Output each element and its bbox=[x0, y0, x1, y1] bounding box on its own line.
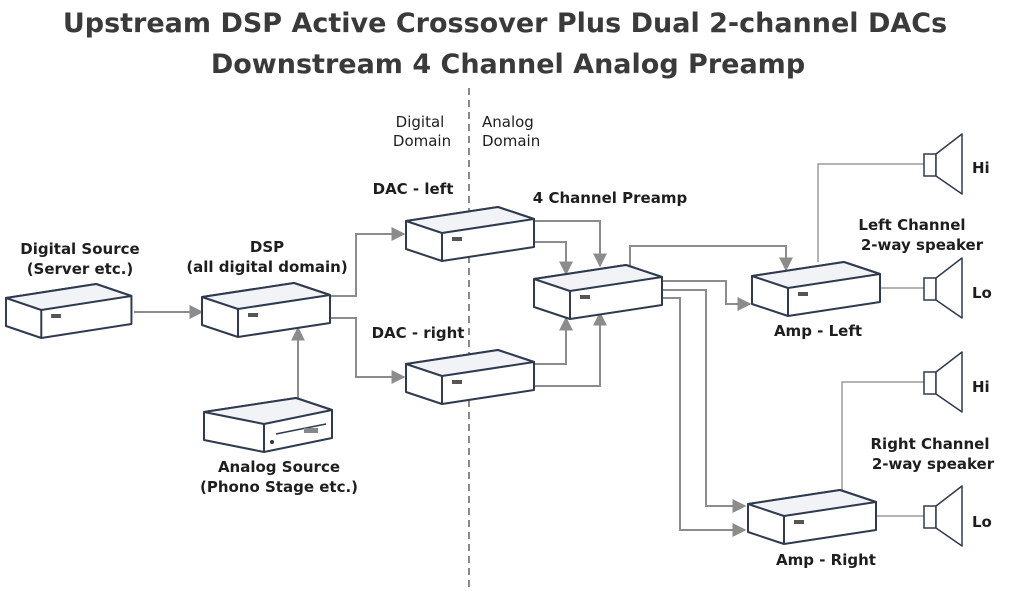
dsp-device bbox=[201, 282, 331, 338]
digital-domain-label-2: Domain bbox=[393, 132, 451, 150]
dac-right-label: DAC - right bbox=[372, 324, 465, 342]
speaker-right-lo-label: Lo bbox=[972, 513, 992, 531]
digital-domain-label-1: Digital bbox=[396, 113, 445, 131]
analog-source-device bbox=[203, 397, 333, 453]
digital-source-device bbox=[5, 283, 133, 339]
digital-source-label-1: Digital Source bbox=[20, 240, 139, 258]
analog-domain-label-2: Domain bbox=[482, 132, 540, 150]
title-line-1: Upstream DSP Active Crossover Plus Dual … bbox=[63, 8, 947, 39]
amp-right-label: Amp - Right bbox=[776, 551, 876, 569]
dsp-label-2: (all digital domain) bbox=[186, 258, 347, 276]
left-speaker-label-2: 2-way speaker bbox=[861, 236, 984, 254]
speaker-left-hi-label: Hi bbox=[972, 159, 990, 177]
preamp-device bbox=[533, 264, 663, 320]
speaker-left-hi-icon bbox=[923, 133, 963, 195]
preamp-label: 4 Channel Preamp bbox=[533, 189, 688, 207]
dac-left-device bbox=[405, 206, 535, 262]
dac-left-label: DAC - left bbox=[373, 180, 454, 198]
title-line-2: Downstream 4 Channel Analog Preamp bbox=[211, 49, 805, 80]
speaker-right-hi-label: Hi bbox=[972, 378, 990, 396]
speaker-right-hi-icon bbox=[923, 351, 963, 413]
analog-domain-label-1: Analog bbox=[482, 113, 534, 131]
dsp-label-1: DSP bbox=[250, 238, 284, 256]
right-speaker-label-1: Right Channel bbox=[871, 435, 990, 453]
speaker-right-lo-icon bbox=[923, 485, 963, 547]
left-speaker-label-1: Left Channel bbox=[858, 216, 965, 234]
speaker-left-lo-icon bbox=[923, 257, 963, 319]
dac-right-device bbox=[405, 349, 535, 405]
speaker-left-lo-label: Lo bbox=[972, 284, 992, 302]
amp-right-device bbox=[747, 489, 877, 545]
amp-left-label: Amp - Left bbox=[774, 322, 862, 340]
analog-source-label-2: (Phono Stage etc.) bbox=[200, 478, 358, 496]
right-speaker-label-2: 2-way speaker bbox=[872, 455, 995, 473]
digital-source-label-2: (Server etc.) bbox=[27, 260, 134, 278]
amp-left-device bbox=[751, 261, 881, 317]
analog-source-label-1: Analog Source bbox=[218, 458, 340, 476]
wires bbox=[134, 163, 924, 537]
